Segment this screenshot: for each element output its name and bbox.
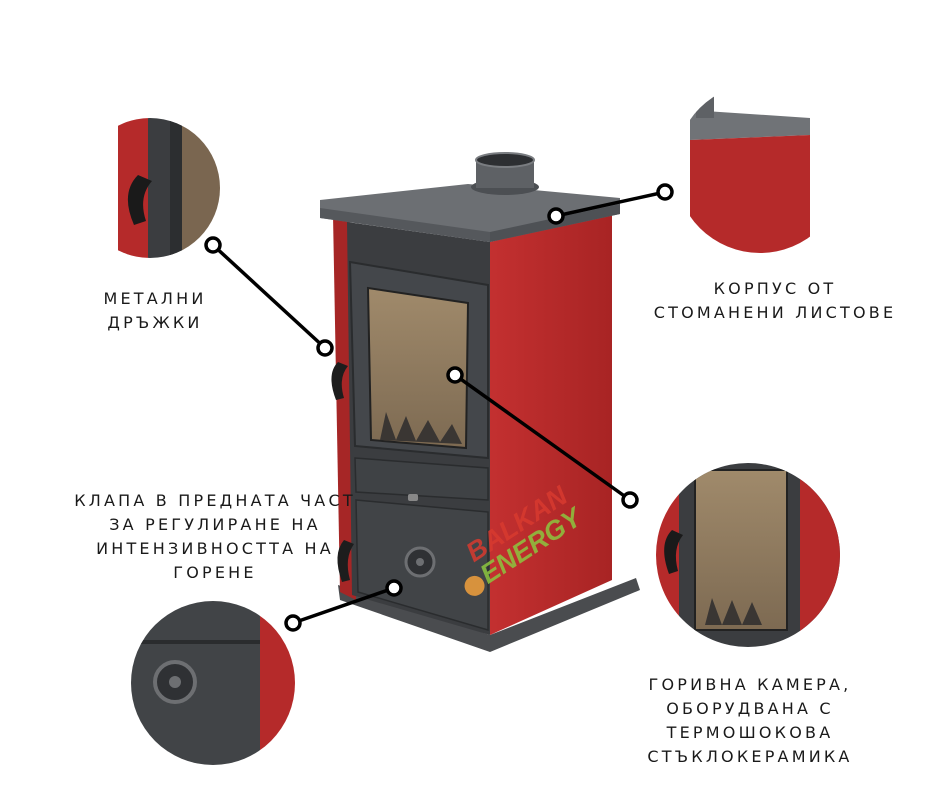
marker-body-start: [547, 207, 565, 225]
door-handle-upper: [331, 362, 348, 400]
label-line: МЕТАЛНИ: [103, 289, 207, 308]
zoom-circle-handles: [80, 118, 220, 258]
label-line: ГОРИВНА КАМЕРА,: [648, 675, 852, 694]
marker-chamber-start: [446, 366, 464, 384]
stove: [320, 152, 640, 652]
middle-panel: [354, 457, 489, 501]
stove-side-panel: [490, 212, 612, 635]
zoom-circle-body: [675, 83, 845, 253]
zoom-circle-chamber: [656, 463, 840, 647]
label-line: КОРПУС ОТ: [713, 279, 837, 298]
label-combustion-chamber: ГОРИВНА КАМЕРА, ОБОРУДВАНА С ТЕРМОШОКОВА…: [630, 673, 870, 769]
marker-handles-start: [204, 236, 222, 254]
label-line: ОБОРУДВАНА С: [666, 699, 834, 718]
marker-damper-end: [385, 579, 403, 597]
label-line: ЗА РЕГУЛИРАНЕ НА: [109, 515, 321, 534]
glass-window: [366, 286, 470, 450]
air-damper-center: [416, 558, 424, 566]
flue-collar-top: [475, 152, 535, 168]
label-line: СТЪКЛОКЕРАМИКА: [647, 747, 853, 766]
middle-knob: [408, 494, 418, 501]
handle-closeup: [127, 175, 152, 225]
label-front-damper: КЛАПА В ПРЕДНАТА ЧАСТ ЗА РЕГУЛИРАНЕ НА И…: [70, 489, 360, 585]
label-line: ТЕРМОШОКОВА: [666, 723, 834, 742]
marker-chamber-end: [621, 491, 639, 509]
label-line: ИНТЕНЗИВНОСТТА НА: [96, 539, 334, 558]
label-line: СТОМАНЕНИ ЛИСТОВЕ: [653, 303, 897, 322]
door-handle-lower: [337, 540, 354, 582]
marker-damper-start: [284, 614, 302, 632]
stove-base: [338, 578, 640, 652]
label-metal-handles: МЕТАЛНИ ДРЪЖКИ: [90, 287, 220, 335]
label-line: ГОРЕНЕ: [173, 563, 257, 582]
connector-body: [555, 190, 666, 218]
label-steel-body: КОРПУС ОТ СТОМАНЕНИ ЛИСТОВЕ: [640, 277, 910, 325]
label-line: ДРЪЖКИ: [107, 313, 203, 332]
connector-handles: [211, 243, 327, 350]
connector-damper: [292, 586, 395, 625]
zoom-circle-damper: [131, 601, 295, 765]
label-line: КЛАПА В ПРЕДНАТА ЧАСТ: [74, 491, 356, 510]
logo-leaf-icon: [464, 575, 485, 596]
grate: [380, 412, 462, 444]
connector-chamber: [453, 373, 632, 502]
stove-top-front-edge: [320, 208, 490, 242]
marker-handles-end: [316, 339, 334, 357]
connectors: [204, 183, 674, 632]
marker-body-end: [656, 183, 674, 201]
